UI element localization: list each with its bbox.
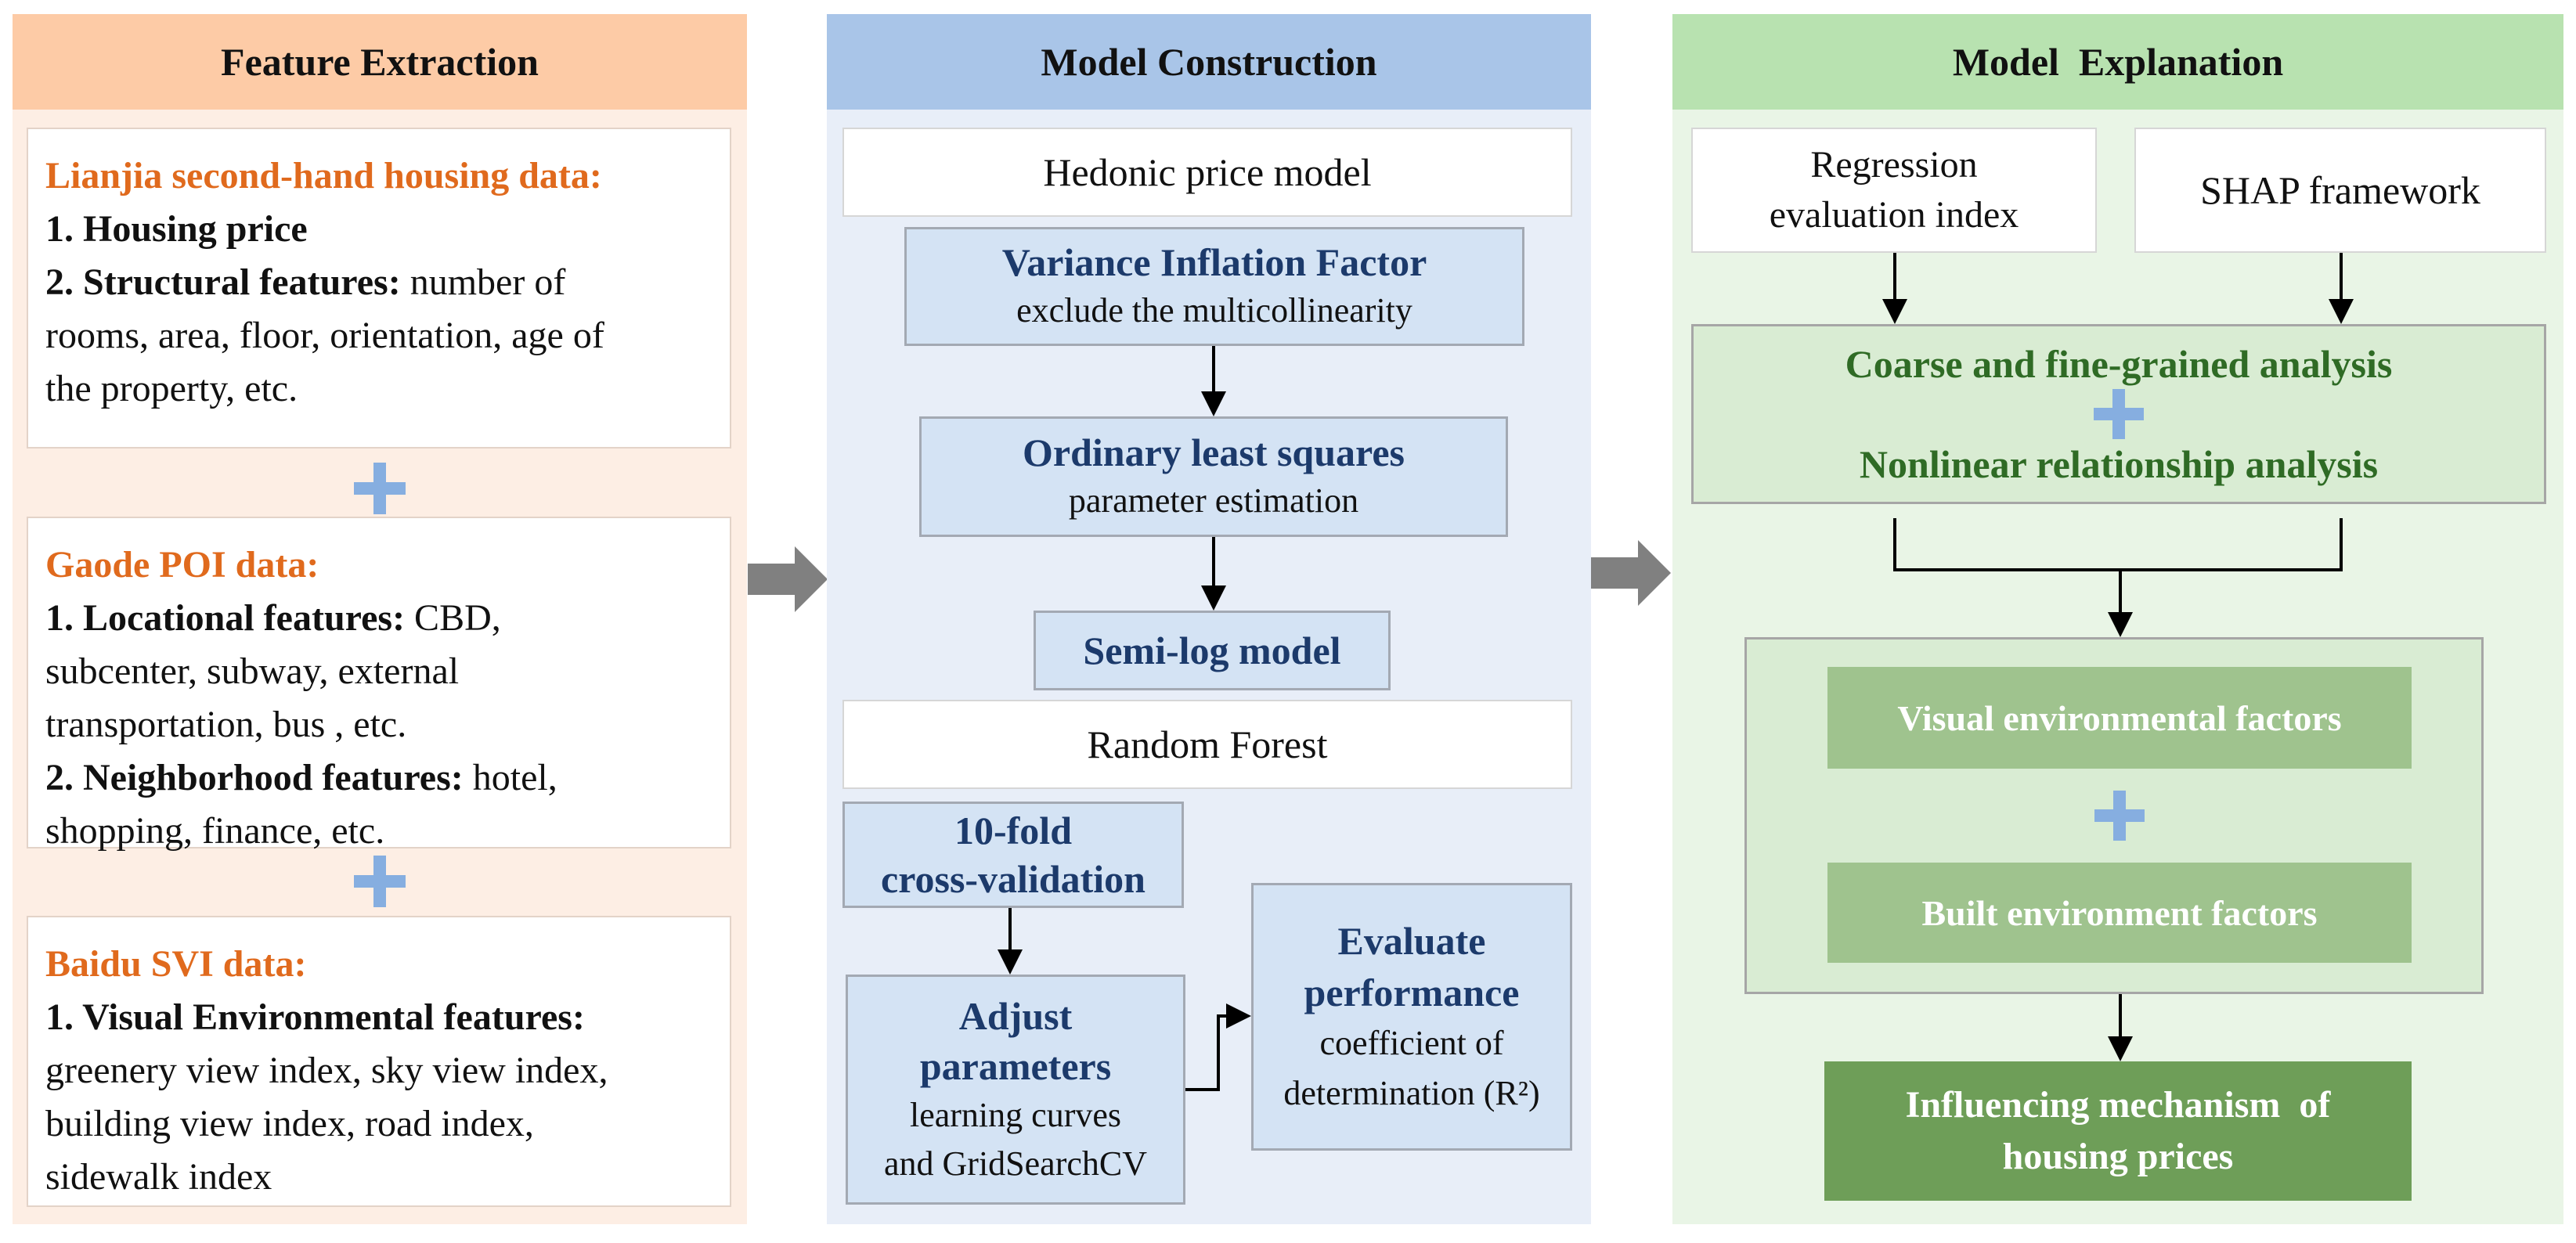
gaode-heading: Gaode POI data: — [45, 544, 319, 585]
adjust-line2: parameters — [919, 1044, 1112, 1088]
eval-sub1: coefficient of — [1319, 1024, 1504, 1062]
lianjia-item2-line3: the property, etc. — [45, 368, 298, 409]
regression-evaluation-index-box: Regression evaluation index — [1691, 128, 2097, 253]
adjust-sub1: learning curves — [910, 1096, 1121, 1134]
plus-icon-1 — [354, 463, 406, 514]
baidu-data-box: Baidu SVI data: 1. Visual Environmental … — [27, 916, 731, 1207]
semi-log-label: Semi-log model — [1083, 629, 1341, 672]
gaode-item1-label: 1. Locational features: — [45, 597, 406, 639]
random-forest-box: Random Forest — [842, 700, 1572, 789]
plus-icon-4 — [2094, 791, 2145, 841]
visual-environmental-factors-box: Visual environmental factors — [1827, 667, 2412, 769]
arrow-adjust-eval — [1185, 1003, 1251, 1091]
arrow-right-icon-1 — [748, 546, 828, 612]
eval-line1: Evaluate — [1337, 919, 1486, 963]
gaode-item2-text: hotel, — [463, 757, 557, 798]
semi-log-model-box: Semi-log model — [1034, 611, 1391, 690]
cross-validation-box: 10-fold cross-validation — [842, 802, 1184, 908]
lianjia-item1: 1. Housing price — [45, 208, 308, 250]
model-construction-title: Model Construction — [827, 14, 1591, 110]
influencing-line1: Influencing mechanism of — [1905, 1084, 2331, 1126]
adjust-sub2: and GridSearchCV — [883, 1144, 1147, 1183]
ols-title: Ordinary least squares — [1023, 431, 1405, 474]
baidu-heading: Baidu SVI data: — [45, 943, 307, 985]
influencing-line2: housing prices — [2002, 1136, 2234, 1177]
gaode-item2-label: 2. Neighborhood features: — [45, 757, 464, 798]
lianjia-item2-text: number of — [400, 261, 566, 303]
lianjia-item2-line2: rooms, area, floor, orientation, age of — [45, 315, 604, 356]
plus-icon-2 — [354, 856, 406, 907]
adjust-line1: Adjust — [958, 994, 1073, 1038]
vif-subtitle: exclude the multicollinearity — [1016, 291, 1412, 330]
model-explanation-title-text: Model Explanation — [1952, 40, 2284, 84]
visual-factors-label: Visual environmental factors — [1897, 697, 2342, 738]
ols-box: Ordinary least squares parameter estimat… — [919, 416, 1508, 537]
baidu-line3: building view index, road index, — [45, 1103, 534, 1144]
eval-sub2: determination (R²) — [1283, 1074, 1540, 1112]
feature-extraction-title: Feature Extraction — [13, 14, 747, 110]
baidu-line2: greenery view index, sky view index, — [45, 1050, 608, 1091]
vif-title: Variance Inflation Factor — [1001, 240, 1427, 284]
model-explanation-title: Model Explanation — [1672, 14, 2563, 110]
influencing-mechanism-box: Influencing mechanism of housing prices — [1824, 1061, 2412, 1201]
ols-subtitle: parameter estimation — [1068, 481, 1359, 520]
plus-icon-3 — [2094, 389, 2144, 439]
gaode-data-box: Gaode POI data: 1. Locational features: … — [27, 517, 731, 852]
evaluate-performance-box: Evaluate performance coefficient of dete… — [1251, 883, 1572, 1151]
vif-box: Variance Inflation Factor exclude the mu… — [904, 227, 1524, 346]
gaode-item2-line2: shopping, finance, etc. — [45, 810, 385, 852]
lianjia-item2-label: 2. Structural features: — [45, 261, 401, 303]
shap-framework-box: SHAP framework — [2134, 128, 2546, 253]
adjust-parameters-box: Adjust parameters learning curves and Gr… — [846, 975, 1185, 1205]
arrow-right-icon-2 — [1591, 540, 1671, 606]
nonlinear-analysis-label: Nonlinear relationship analysis — [1859, 442, 2379, 486]
gaode-item1-line2: subcenter, subway, external — [45, 650, 460, 692]
cv-line1: 10-fold — [954, 809, 1072, 852]
cv-line2: cross-validation — [881, 857, 1145, 901]
baidu-item1: 1. Visual Environmental features: — [45, 996, 585, 1038]
regression-line1: Regression — [1810, 144, 1978, 186]
baidu-line4: sidewalk index — [45, 1156, 272, 1198]
gaode-item1-text: CBD, — [405, 597, 501, 639]
built-environment-factors-box: Built environment factors — [1827, 863, 2412, 963]
lianjia-data-box: Lianjia second-hand housing data: 1. Hou… — [27, 128, 731, 449]
regression-line2: evaluation index — [1769, 194, 2019, 236]
coarse-analysis-label: Coarse and fine-grained analysis — [1845, 342, 2393, 386]
eval-line2: performance — [1304, 971, 1520, 1014]
hedonic-label: Hedonic price model — [1043, 150, 1372, 194]
built-factors-label: Built environment factors — [1921, 892, 2318, 933]
shap-label: SHAP framework — [2200, 168, 2480, 212]
analysis-box: Coarse and fine-grained analysis Nonline… — [1691, 324, 2546, 504]
random-forest-label: Random Forest — [1087, 722, 1328, 766]
bracket-analysis — [1893, 518, 2343, 571]
lianjia-heading: Lianjia second-hand housing data: — [45, 155, 602, 196]
gaode-item1-line3: transportation, bus , etc. — [45, 704, 407, 745]
hedonic-price-model-box: Hedonic price model — [842, 128, 1572, 217]
